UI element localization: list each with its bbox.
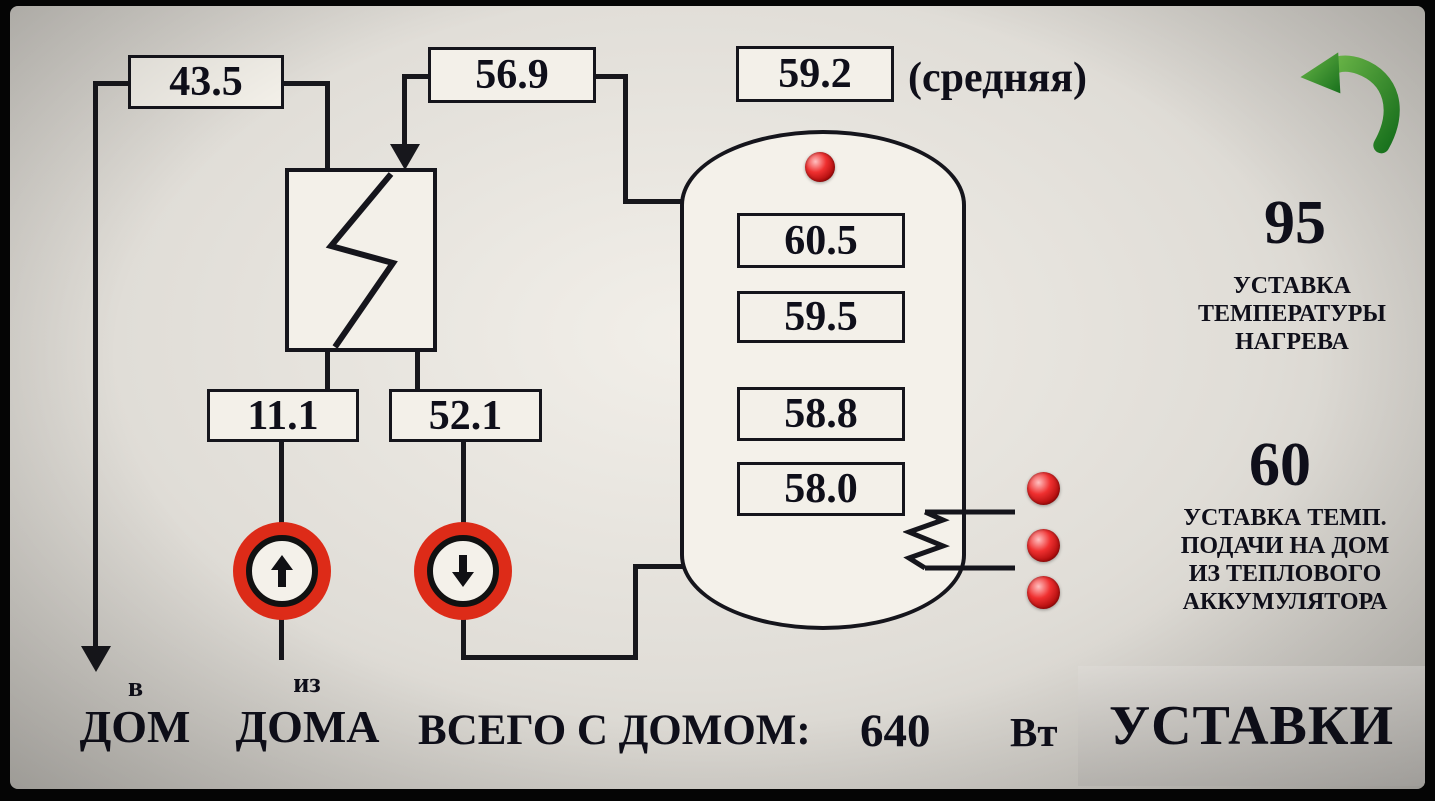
total-power-unit: Вт bbox=[1010, 709, 1058, 755]
from-house-preposition: из bbox=[293, 668, 321, 699]
tank-sensor-1-box: 60.5 bbox=[737, 213, 905, 268]
pipe-to-house bbox=[93, 81, 98, 650]
temp-supply-to-house-box: 43.5 bbox=[128, 55, 284, 109]
temp-exchanger-to-tank-value: 52.1 bbox=[428, 392, 503, 439]
pump-flow-up-icon bbox=[271, 555, 293, 587]
setpoint-house-supply-label-line1: УСТАВКА ТЕМП. bbox=[1183, 505, 1387, 531]
pipe bbox=[325, 350, 330, 392]
pipe bbox=[279, 440, 284, 525]
pipe bbox=[402, 74, 430, 79]
pipe bbox=[461, 655, 638, 660]
heating-element-icon bbox=[903, 509, 1015, 571]
setpoint-house-supply-label-line2: ПОДАЧИ НА ДОМ bbox=[1180, 533, 1390, 559]
tank-sensor-2-box: 59.5 bbox=[737, 291, 905, 343]
temp-tank-to-exchanger-box: 56.9 bbox=[428, 47, 596, 103]
pipe bbox=[325, 81, 330, 170]
tank-sensor-1-value: 60.5 bbox=[784, 217, 858, 264]
tank-average-label: (средняя) bbox=[908, 55, 1087, 101]
setpoint-house-supply-label-line4: АККУМУЛЯТОРА bbox=[1182, 589, 1388, 615]
temp-return-from-house-box: 11.1 bbox=[207, 389, 359, 442]
temp-return-from-house-value: 11.1 bbox=[247, 392, 319, 439]
pipe bbox=[93, 81, 133, 86]
heat-exchanger bbox=[285, 168, 437, 352]
heater-led-2 bbox=[1027, 529, 1060, 562]
setpoint-house-supply-label-line3: ИЗ ТЕПЛОВОГО bbox=[1188, 561, 1382, 587]
pipe bbox=[282, 81, 330, 86]
pipe bbox=[594, 74, 628, 79]
to-house-label: ДОМ bbox=[79, 701, 191, 752]
setpoint-heating-label-line1: УСТАВКА bbox=[1233, 273, 1351, 299]
pump-flow-down-icon bbox=[452, 555, 474, 587]
setpoint-heating-label-line2: ТЕМПЕРАТУРЫ bbox=[1197, 301, 1386, 327]
temp-tank-average-value: 59.2 bbox=[778, 51, 852, 97]
tank-sensor-2-value: 59.5 bbox=[784, 294, 858, 340]
pipe bbox=[461, 440, 466, 525]
total-power-label: ВСЕГО С ДОМОМ: bbox=[418, 707, 811, 754]
settings-button[interactable]: УСТАВКИ bbox=[1078, 666, 1425, 786]
pipe bbox=[415, 350, 420, 392]
from-house-label: ДОМА bbox=[235, 701, 380, 752]
setpoint-heating-label-line3: НАГРЕВА bbox=[1235, 329, 1349, 355]
total-power-value: 640 bbox=[860, 705, 931, 757]
pipe bbox=[633, 564, 688, 569]
tank-sensor-3-value: 58.8 bbox=[784, 391, 858, 437]
setpoint-house-supply-value: 60 bbox=[1249, 431, 1311, 499]
pump-tank-circuit-body bbox=[427, 535, 499, 607]
pipe bbox=[623, 199, 688, 204]
flow-arrow-into-exchanger-icon bbox=[390, 144, 420, 170]
heater-led-1 bbox=[1027, 472, 1060, 505]
heat-exchanger-coil-icon bbox=[325, 172, 398, 349]
pump-house-circuit-body bbox=[246, 535, 318, 607]
heater-led-3 bbox=[1027, 576, 1060, 609]
temp-tank-average-box: 59.2 bbox=[736, 46, 894, 102]
flow-arrow-to-house-icon bbox=[81, 646, 111, 672]
back-arrow-icon[interactable] bbox=[1295, 48, 1403, 156]
pipe bbox=[279, 614, 284, 660]
setpoint-heating-value: 95 bbox=[1264, 189, 1326, 257]
setpoint-heating-label: УСТАВКА ТЕМПЕРАТУРЫ НАГРЕВА bbox=[1152, 272, 1425, 356]
tank-sensor-4-value: 58.0 bbox=[784, 466, 858, 512]
setpoint-house-supply-label: УСТАВКА ТЕМП. ПОДАЧИ НА ДОМ ИЗ ТЕПЛОВОГО… bbox=[1135, 504, 1425, 616]
temp-exchanger-to-tank-box: 52.1 bbox=[389, 389, 542, 442]
pipe bbox=[402, 74, 407, 146]
tank-status-led bbox=[805, 152, 835, 182]
tank-sensor-4-box: 58.0 bbox=[737, 462, 905, 516]
to-house-preposition: в bbox=[127, 672, 144, 703]
hmi-screen: 60.5 59.5 58.8 58.0 43.5 56.9 59.2 (с bbox=[10, 6, 1425, 789]
pump-tank-circuit bbox=[414, 522, 512, 620]
temp-tank-to-exchanger-value: 56.9 bbox=[475, 52, 549, 98]
pipe bbox=[461, 614, 466, 660]
pump-house-circuit bbox=[233, 522, 331, 620]
pipe bbox=[633, 564, 638, 660]
tank-sensor-3-box: 58.8 bbox=[737, 387, 905, 441]
temp-supply-to-house-value: 43.5 bbox=[169, 59, 243, 105]
pipe bbox=[623, 74, 628, 204]
